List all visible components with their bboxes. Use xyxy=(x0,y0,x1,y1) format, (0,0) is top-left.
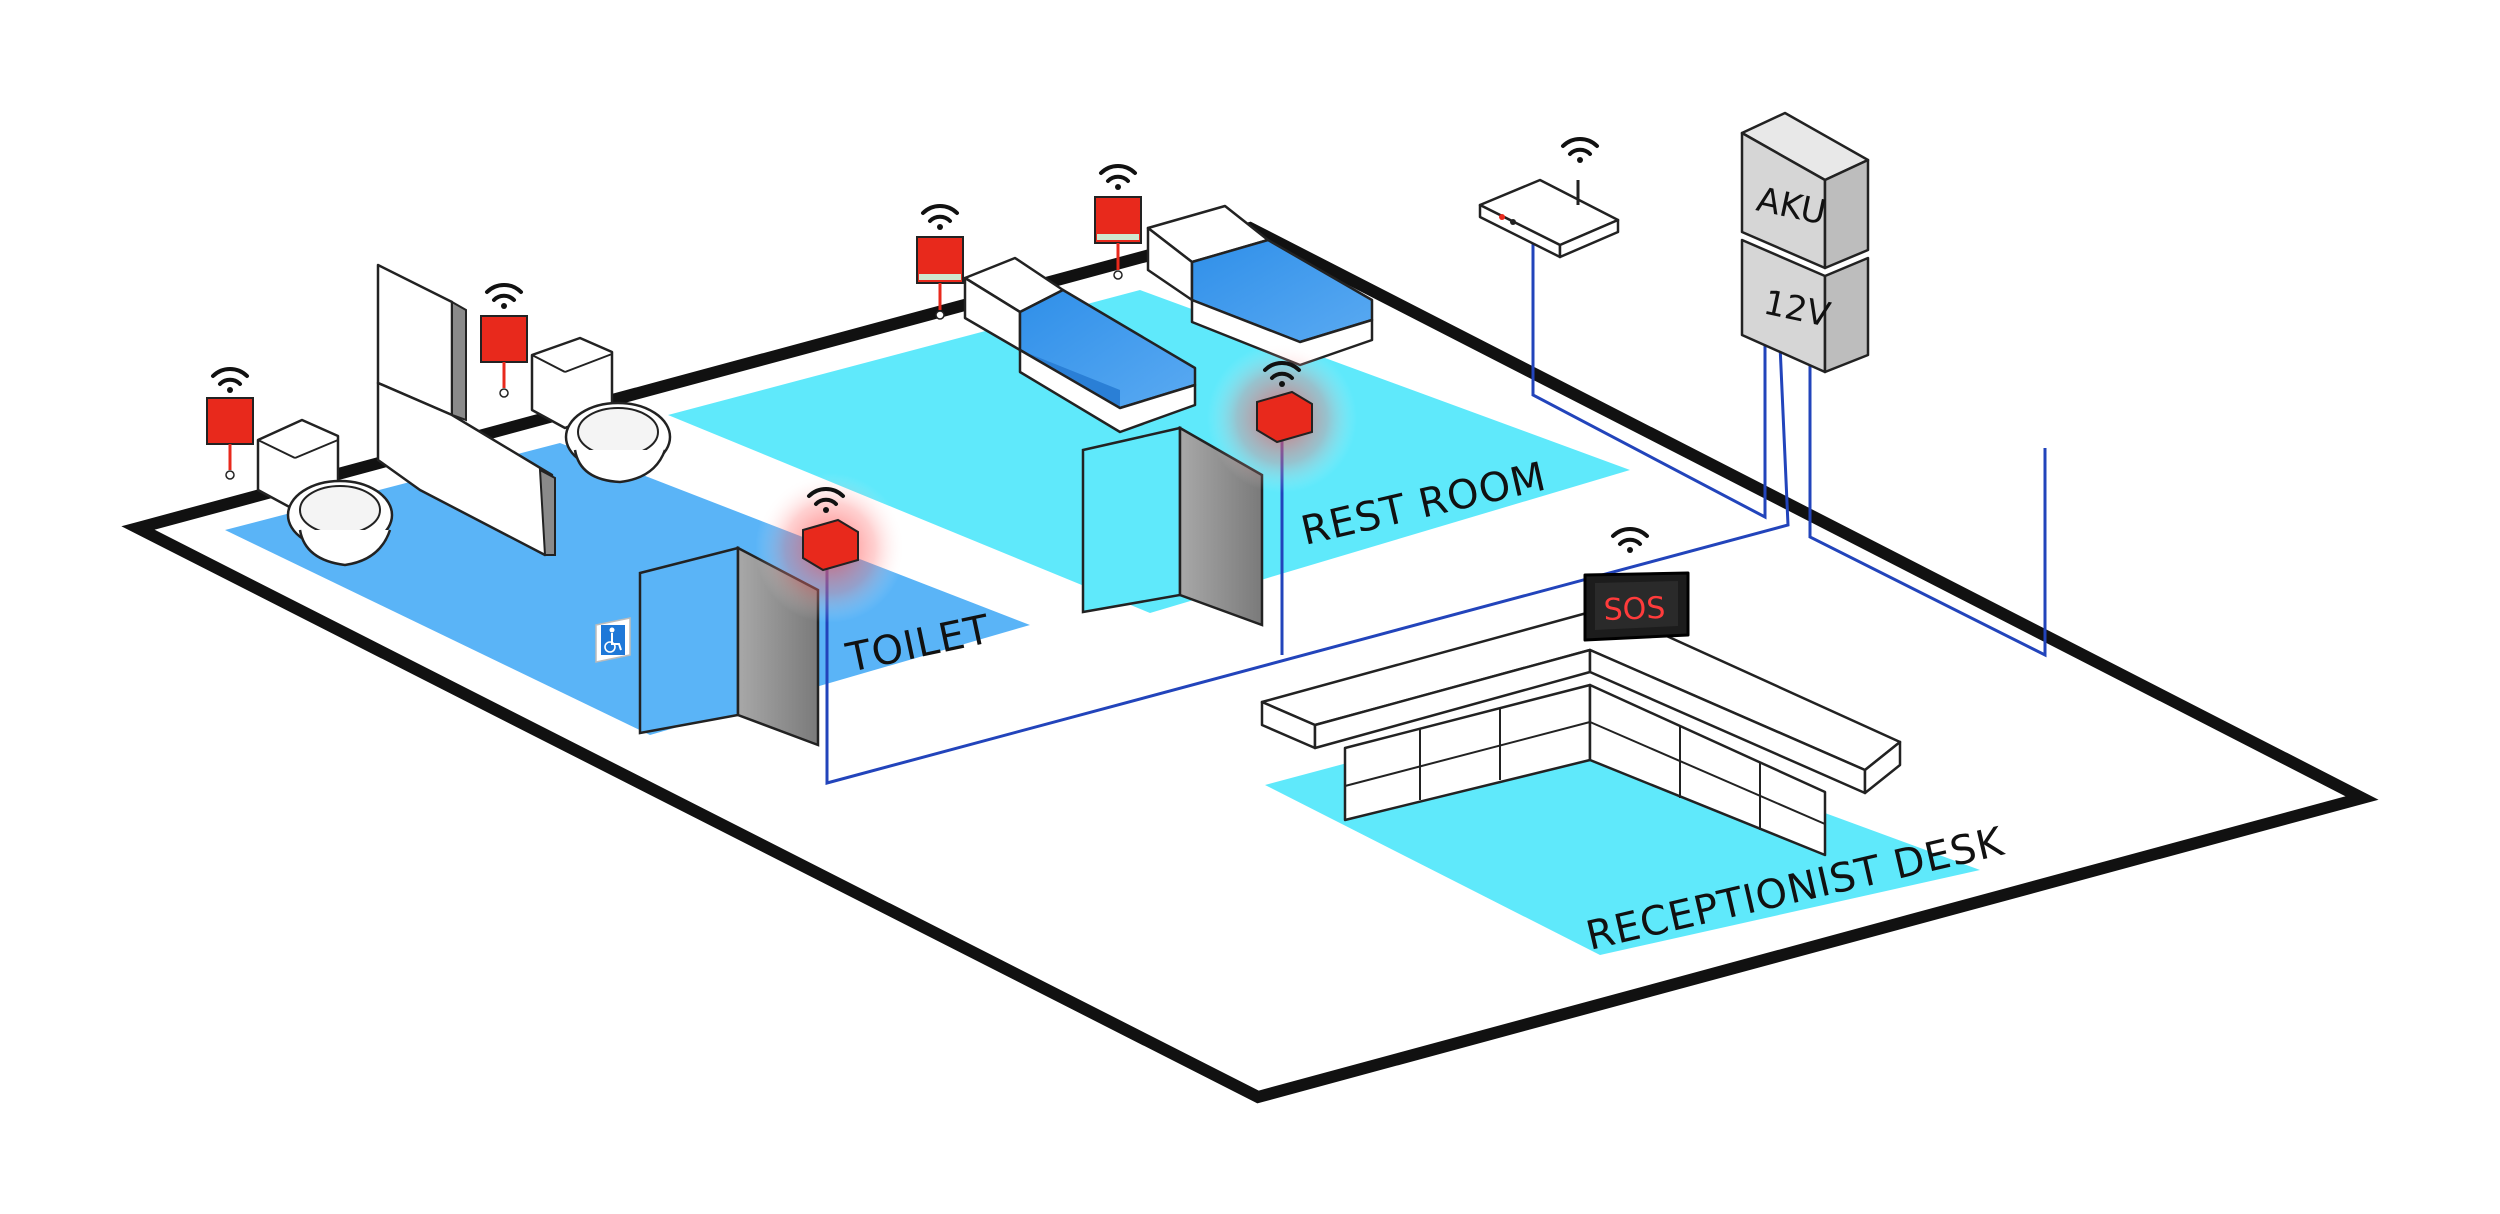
wifi-icon xyxy=(1561,136,1599,163)
door-alarm-lamp-toilet xyxy=(755,473,905,623)
power-box: AKU 12V xyxy=(1740,111,1870,374)
sos-display: SOS xyxy=(1583,571,1690,642)
wifi-icon xyxy=(807,486,845,513)
bed-right xyxy=(1146,204,1374,367)
wheelchair-icon xyxy=(595,617,631,663)
wifi-icon xyxy=(485,282,523,309)
wifi-icon xyxy=(921,203,959,230)
toilet-bowl-right xyxy=(530,336,672,484)
pull-cord-alarm-bed-left xyxy=(916,236,964,320)
wifi-icon xyxy=(1263,360,1301,387)
sos-display-text: SOS xyxy=(1603,591,1666,628)
reception-desk xyxy=(1260,606,1902,857)
bed-left xyxy=(963,256,1197,434)
router-icon xyxy=(1478,178,1620,259)
pull-cord-alarm-bed-right xyxy=(1094,196,1142,280)
toilet-bowl-left xyxy=(256,418,394,567)
wifi-icons xyxy=(211,136,1649,553)
wifi-icon xyxy=(211,366,249,393)
toilet-zone xyxy=(225,443,1030,735)
pull-cord-alarm-toilet-left xyxy=(206,397,254,480)
wifi-icon xyxy=(1099,163,1137,190)
wifi-icon xyxy=(1611,526,1649,553)
partition-wall xyxy=(376,263,556,557)
pull-cord-alarm-toilet-right xyxy=(480,315,528,398)
door-alarm-lamp-rest-room xyxy=(1207,343,1357,493)
